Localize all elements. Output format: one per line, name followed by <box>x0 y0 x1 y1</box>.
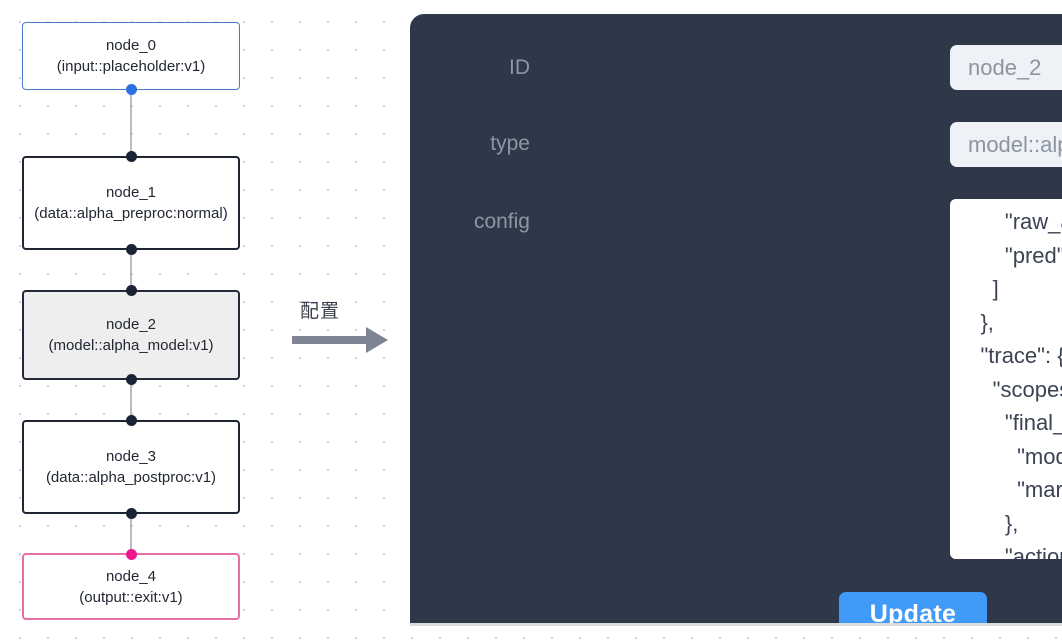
graph-node-label: node_3 (data::alpha_postproc:v1) <box>45 448 217 486</box>
graph-node-label: node_4 (output::exit:v1) <box>79 567 183 606</box>
node-handle-top[interactable] <box>125 415 137 426</box>
config-textarea-wrapper: "raw_action", "pred" ] }, "trace": { "sc… <box>950 199 1062 559</box>
arrow-label: 配置 <box>300 300 341 322</box>
type-field-label: type <box>490 132 530 155</box>
edge-node1-node2 <box>130 246 132 294</box>
node-handle-top[interactable] <box>125 549 137 560</box>
arrow-head-icon <box>366 327 388 353</box>
config-textarea[interactable]: "raw_action", "pred" ] }, "trace": { "sc… <box>950 199 1062 559</box>
node-config-panel: ID node_2 type model::alpha_model:v1 con… <box>410 14 1062 623</box>
update-button[interactable]: Update <box>839 592 987 623</box>
node-handle-top[interactable] <box>125 285 137 296</box>
node-handle-top[interactable] <box>125 151 137 162</box>
edge-node2-node3 <box>130 376 132 422</box>
type-input[interactable]: model::alpha_model:v1 <box>950 122 1062 167</box>
node-handle-bottom[interactable] <box>125 84 137 95</box>
graph-node-node_0[interactable]: node_0 (input::placeholder:v1) <box>22 22 240 95</box>
node-handle-bottom[interactable] <box>125 508 137 519</box>
graph-node-label: node_1 (data::alpha_preproc:normal) <box>34 184 228 222</box>
node-handle-bottom[interactable] <box>125 244 137 255</box>
panel-bottom-divider <box>410 623 1062 626</box>
graph-node-label: node_0 (input::placeholder:v1) <box>56 37 206 75</box>
node-handle-bottom[interactable] <box>125 374 137 385</box>
transition-arrow-group: 配置 <box>292 296 402 356</box>
id-input[interactable]: node_2 <box>950 45 1062 90</box>
graph-node-node_1[interactable]: node_1 (data::alpha_preproc:normal) <box>22 151 240 255</box>
edge-node0-node1 <box>130 88 132 160</box>
graph-node-node_2[interactable]: node_2 (model::alpha_model:v1) <box>22 285 240 385</box>
arrow-shaft <box>292 336 370 344</box>
config-field-label: config <box>473 210 530 233</box>
graph-node-node_4[interactable]: node_4 (output::exit:v1) <box>22 549 240 620</box>
id-field-label: ID <box>509 56 530 79</box>
graph-node-node_3[interactable]: node_3 (data::alpha_postproc:v1) <box>22 415 240 519</box>
edge-node3-node4 <box>130 510 132 552</box>
graph-node-label: node_2 (model::alpha_model:v1) <box>48 316 214 354</box>
